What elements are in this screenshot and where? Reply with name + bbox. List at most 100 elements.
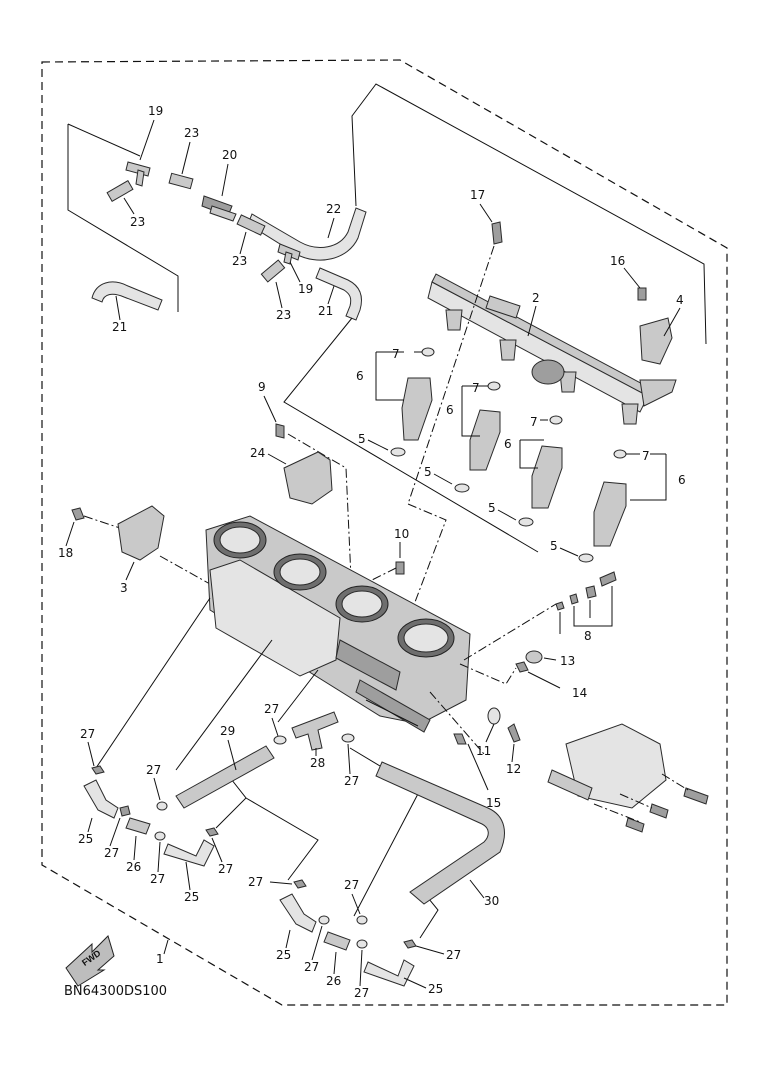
callout-10: 10 bbox=[394, 527, 409, 541]
callout-11: 11 bbox=[476, 744, 491, 758]
callout-27k: 27 bbox=[354, 986, 369, 1000]
fwd-arrow-icon: FWD bbox=[65, 935, 115, 987]
callout-25a: 25 bbox=[78, 832, 93, 846]
fitting-26-b bbox=[323, 931, 351, 951]
callout-25c: 25 bbox=[276, 948, 291, 962]
hose-23-a bbox=[168, 172, 194, 190]
callout-7c: 7 bbox=[530, 415, 538, 429]
callout-14: 14 bbox=[572, 686, 587, 700]
callout-27f: 27 bbox=[264, 702, 279, 716]
callout-8: 8 bbox=[584, 629, 592, 643]
callout-26a: 26 bbox=[126, 860, 141, 874]
callout-27d: 27 bbox=[150, 872, 165, 886]
sensor-3 bbox=[117, 505, 165, 561]
hose-22 bbox=[247, 207, 367, 261]
pipe-29 bbox=[175, 745, 275, 809]
callout-27i: 27 bbox=[344, 878, 359, 892]
callout-27l: 27 bbox=[446, 948, 461, 962]
callout-23b: 23 bbox=[130, 215, 145, 229]
hose-21-left bbox=[91, 281, 163, 311]
callout-6d: 6 bbox=[678, 473, 686, 487]
side-cover bbox=[547, 723, 709, 833]
hose-23-c bbox=[236, 214, 266, 236]
callout-28: 28 bbox=[310, 756, 325, 770]
callout-21a: 21 bbox=[112, 320, 127, 334]
hose-25-c bbox=[279, 893, 317, 933]
callout-7b: 7 bbox=[472, 381, 480, 395]
hose-23-b bbox=[106, 179, 134, 203]
callout-23a: 23 bbox=[184, 126, 199, 140]
bolt-16 bbox=[637, 287, 647, 301]
diagram-code: BN64300DS100 bbox=[64, 984, 168, 999]
fuel-rail-assembly bbox=[407, 221, 677, 611]
callout-27c: 27 bbox=[146, 763, 161, 777]
vacuum-hose-group bbox=[67, 83, 707, 553]
pin-12 bbox=[507, 723, 521, 743]
callout-18: 18 bbox=[58, 546, 73, 560]
callout-24: 24 bbox=[250, 446, 265, 460]
callout-5c: 5 bbox=[488, 501, 496, 515]
injector-3 bbox=[518, 415, 563, 527]
hose-21-right bbox=[315, 267, 362, 321]
injector-2 bbox=[454, 381, 501, 493]
callout-25b: 25 bbox=[184, 890, 199, 904]
callout-23d: 23 bbox=[276, 308, 291, 322]
hose-25-b bbox=[163, 839, 215, 867]
callout-6a: 6 bbox=[356, 369, 364, 383]
callout-27h: 27 bbox=[248, 875, 263, 889]
callout-19b: 19 bbox=[298, 282, 313, 296]
callout-19a: 19 bbox=[148, 104, 163, 118]
callout-5b: 5 bbox=[424, 465, 432, 479]
callout-7a: 7 bbox=[392, 347, 400, 361]
injector-group bbox=[375, 347, 667, 563]
callout-27e: 27 bbox=[218, 862, 233, 876]
t-joint-28 bbox=[291, 711, 339, 751]
bolt-17 bbox=[491, 221, 503, 245]
fitting-20 bbox=[201, 195, 237, 222]
bolt-10 bbox=[395, 561, 405, 575]
hose-joint-19-right bbox=[277, 243, 301, 265]
callout-6c: 6 bbox=[504, 437, 512, 451]
plug-13 bbox=[525, 650, 543, 664]
callout-22: 22 bbox=[326, 202, 341, 216]
ring-11 bbox=[487, 707, 501, 725]
callout-25d: 25 bbox=[428, 982, 443, 996]
callout-5d: 5 bbox=[550, 539, 558, 553]
callout-27a: 27 bbox=[80, 727, 95, 741]
pipe-30 bbox=[375, 761, 505, 905]
callout-3: 3 bbox=[120, 581, 128, 595]
callout-9: 9 bbox=[258, 380, 266, 394]
callout-12: 12 bbox=[506, 762, 521, 776]
callout-6b: 6 bbox=[446, 403, 454, 417]
callout-17: 17 bbox=[470, 188, 485, 202]
fitting-26-a bbox=[125, 817, 151, 835]
hose-23-d bbox=[260, 259, 286, 283]
callout-1: 1 bbox=[156, 952, 164, 966]
bolt-15 bbox=[453, 733, 467, 745]
bracket-4 bbox=[639, 317, 673, 365]
callout-16: 16 bbox=[610, 254, 625, 268]
clip-14 bbox=[515, 661, 529, 673]
hose-25-a bbox=[83, 779, 119, 819]
hose-joint-19-left bbox=[125, 161, 151, 187]
callout-13: 13 bbox=[560, 654, 575, 668]
injector-1 bbox=[390, 347, 435, 457]
callout-27g: 27 bbox=[344, 774, 359, 788]
hose-25-d bbox=[363, 959, 415, 987]
sensor-24 bbox=[283, 451, 333, 505]
callout-23c: 23 bbox=[232, 254, 247, 268]
callout-4: 4 bbox=[676, 293, 684, 307]
callout-20: 20 bbox=[222, 148, 237, 162]
coolant-hoses bbox=[83, 597, 505, 987]
callout-30: 30 bbox=[484, 894, 499, 908]
callout-7d: 7 bbox=[642, 449, 650, 463]
assembly-border bbox=[41, 59, 728, 1006]
callout-27b: 27 bbox=[104, 846, 119, 860]
throttle-body bbox=[205, 515, 471, 733]
callout-2: 2 bbox=[532, 291, 540, 305]
fitting-set-8 bbox=[555, 571, 617, 634]
callout-15: 15 bbox=[486, 796, 501, 810]
callout-29: 29 bbox=[220, 724, 235, 738]
callout-27j: 27 bbox=[304, 960, 319, 974]
callout-5a: 5 bbox=[358, 432, 366, 446]
